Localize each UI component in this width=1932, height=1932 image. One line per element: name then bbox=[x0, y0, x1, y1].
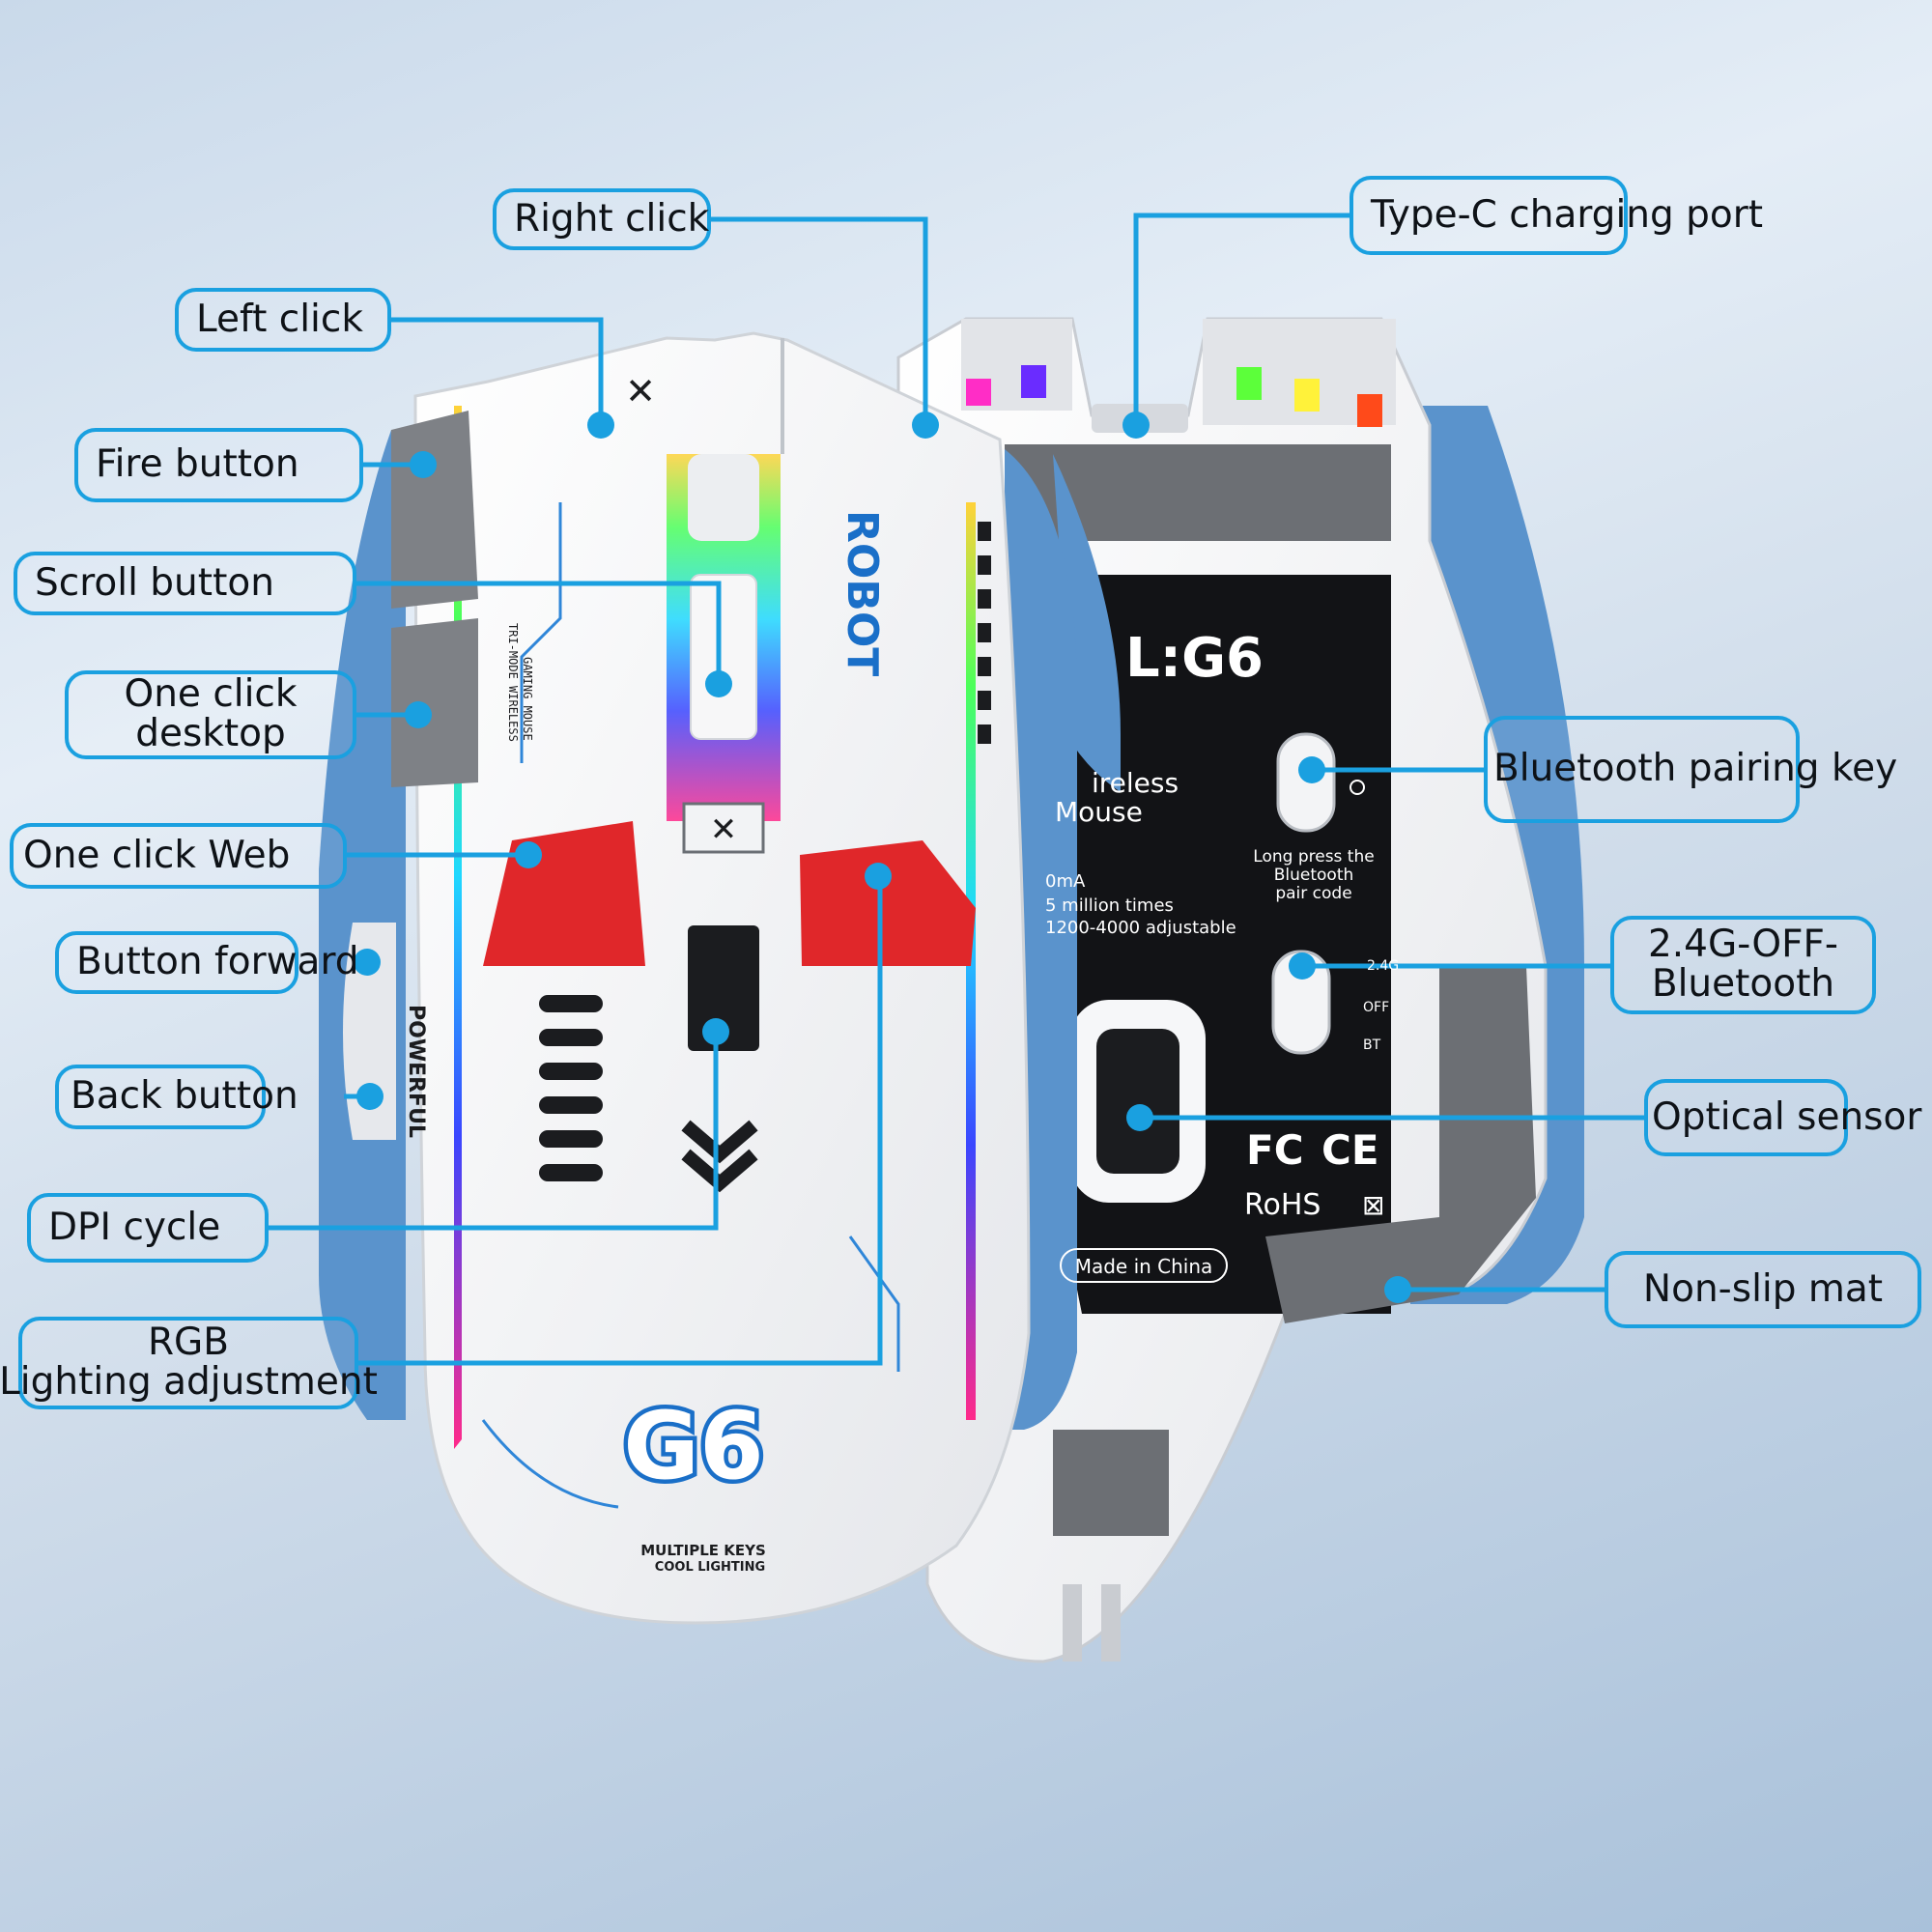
leader-dots bbox=[354, 412, 1411, 1303]
side-text-1: TRI-MODE WIRELESS bbox=[506, 623, 520, 742]
leader-rgb bbox=[357, 876, 883, 1366]
callout-nonslip: Non-slip mat bbox=[1605, 1251, 1921, 1328]
callout-fire-button: Fire button bbox=[74, 428, 363, 502]
origin-badge bbox=[1060, 1248, 1228, 1283]
callout-back-button: Back button bbox=[55, 1065, 298, 1129]
bottom-model: L:G6 bbox=[1125, 627, 1264, 690]
weee-icon: ⊠ bbox=[1362, 1189, 1384, 1221]
rgb-button bbox=[800, 840, 976, 966]
spec-2: 5 million times bbox=[1045, 895, 1174, 916]
callout-right-click: Right click bbox=[493, 188, 711, 250]
callout-mode-switch: 2.4G-OFF-Bluetooth bbox=[1610, 916, 1876, 1014]
pad-top bbox=[1005, 444, 1391, 541]
rohs: RoHS bbox=[1244, 1188, 1321, 1222]
pairing-led bbox=[1350, 780, 1365, 795]
thumb-buttons bbox=[343, 923, 396, 1140]
callout-scroll-button: Scroll button bbox=[14, 552, 356, 615]
cert-ce: CE bbox=[1321, 1126, 1379, 1174]
switch-bt: BT bbox=[1363, 1037, 1381, 1053]
led-yellow bbox=[1294, 379, 1320, 412]
model-logo: G6 bbox=[623, 1392, 764, 1500]
brand-vertical: ROBOT bbox=[838, 510, 887, 676]
callout-button-forward: Button forward bbox=[55, 931, 359, 994]
dpi-button bbox=[688, 925, 759, 1051]
pair-hint-1: Long press the bbox=[1253, 847, 1374, 867]
right-ticks bbox=[978, 522, 991, 744]
pair-hint-2: Bluetooth bbox=[1274, 866, 1354, 885]
bt-pairing-key bbox=[1276, 732, 1336, 833]
side-stripes bbox=[539, 995, 603, 1181]
led-magenta bbox=[966, 379, 991, 406]
center-x-icon: ✕ bbox=[710, 810, 738, 849]
pad-right bbox=[1265, 966, 1536, 1323]
side-text-2: GAMING MOUSE bbox=[521, 657, 534, 741]
mode-switch bbox=[1271, 950, 1331, 1055]
callout-type-c: Type-C charging port bbox=[1350, 176, 1763, 255]
leader-lines bbox=[269, 213, 1645, 1366]
pad-bottom bbox=[1053, 1430, 1169, 1536]
bottom-line-1: ireless bbox=[1092, 767, 1179, 799]
led-green bbox=[1236, 367, 1262, 400]
leader-scroll-button bbox=[355, 581, 722, 684]
led-red bbox=[1357, 394, 1382, 427]
optical-sensor bbox=[1096, 1029, 1179, 1174]
led-violet bbox=[1021, 365, 1046, 398]
scroll-wheel bbox=[690, 574, 757, 740]
accent-line-3 bbox=[481, 1419, 619, 1509]
callout-optical: Optical sensor bbox=[1644, 1079, 1921, 1156]
chevron-down-icon bbox=[681, 1120, 758, 1193]
origin: Made in China bbox=[1075, 1255, 1213, 1278]
leader-left-click bbox=[389, 317, 604, 425]
side-brand: POWERFUL bbox=[404, 1005, 428, 1138]
callout-left-click: Left click bbox=[175, 288, 391, 352]
leader-right-click bbox=[708, 216, 928, 425]
scroll-housing bbox=[688, 454, 759, 541]
tag-1: MULTIPLE KEYS bbox=[640, 1542, 766, 1559]
switch-2-4g: 2.4G bbox=[1367, 958, 1399, 974]
spec-3: 1200-4000 adjustable bbox=[1045, 918, 1236, 938]
callout-bt-pairing: Bluetooth pairing key bbox=[1484, 716, 1897, 823]
accent-line-1 bbox=[520, 502, 562, 763]
tag-2: COOL LIGHTING bbox=[655, 1560, 765, 1575]
spec-1: 0mA bbox=[1045, 871, 1086, 892]
desktop-button-key bbox=[391, 618, 478, 787]
bottom-line-2: Mouse bbox=[1055, 796, 1143, 828]
fire-button-key bbox=[391, 411, 478, 609]
leader-dpi-cycle bbox=[269, 1032, 719, 1231]
accent-line-2 bbox=[848, 1236, 900, 1372]
mouse-top-view: ✕ ✕ bbox=[319, 331, 1077, 1625]
callout-dpi-cycle: DPI cycle bbox=[27, 1193, 269, 1263]
rear-vents bbox=[1063, 1584, 1121, 1662]
center-x-plate bbox=[682, 802, 765, 854]
leader-type-c bbox=[1133, 213, 1350, 425]
callout-one-click-web: One click Web bbox=[10, 823, 347, 889]
pair-hint-3: pair code bbox=[1275, 884, 1351, 903]
switch-off: OFF bbox=[1363, 1000, 1389, 1015]
x-logo-icon: ✕ bbox=[625, 370, 656, 412]
cert-fc: FC bbox=[1246, 1126, 1304, 1174]
